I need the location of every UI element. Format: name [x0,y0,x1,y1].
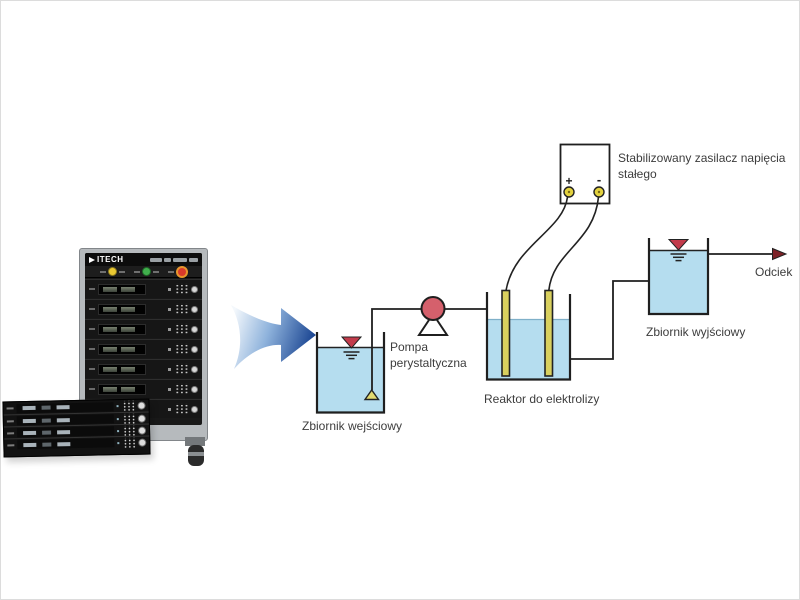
unit-button [168,287,171,291]
unit-display [98,363,146,375]
unit-keypad [174,403,188,415]
terminal-negative-icon [593,186,605,198]
level-marker-icon-input [340,336,363,349]
unit-button [168,407,171,411]
unit-display [98,343,146,355]
unit-knob [191,405,198,413]
unit-keypad [174,343,188,355]
stack-unit-knob [137,414,146,423]
itech-logo-icon [89,256,95,263]
stack-unit-keypad [121,413,135,424]
rack-header: ITECH [85,253,202,266]
effluent-arrowhead-icon [772,247,788,261]
stack-unit-keypad [121,400,135,412]
power-supply-stack [2,398,151,458]
itech-brand-text: ITECH [97,255,124,264]
stack-unit [4,435,150,451]
unit-knob [191,325,198,333]
unit-knob [191,365,198,373]
reactor-label: Reaktor do elektrolizy [484,392,600,406]
unit-button [168,307,171,311]
terminal-positive-icon [563,186,575,198]
stack-unit-keypad [122,437,136,448]
caster-wheel [188,445,204,466]
pump-icon [420,296,446,321]
unit-button [168,367,171,371]
output-tank-walls [647,238,710,316]
terminal-plus-label: + [565,174,572,188]
green-indicator-light [133,267,159,276]
stack-unit-keypad [121,425,136,436]
emergency-stop-button [167,265,188,278]
unit-display [98,323,146,335]
stack-unit-display [16,401,114,413]
terminal-positive-pin [567,190,571,194]
input-tank-walls [315,332,386,414]
unit-keypad [174,383,188,395]
reactor-walls [485,292,572,381]
unit-knob [191,345,198,353]
rack-front-panel: ITECH [85,253,202,425]
unit-keypad [174,283,188,295]
suction-strainer-icon [363,388,380,401]
pump-label: Pompa perystaltyczna [390,340,467,370]
level-marker-icon-output [667,239,690,251]
unit-knob [191,285,198,293]
unit-keypad [174,363,188,375]
stack-unit-knob [137,426,147,435]
electrode-right [544,289,554,377]
effluent-label: Odciek [755,265,793,279]
rack-unit [85,299,202,318]
process-arrow-icon [231,305,316,369]
pump-stand-icon [417,312,449,336]
unit-button [168,347,171,351]
rack-model-text [150,257,198,262]
unit-knob [191,385,198,393]
itech-rack-cabinet: ITECH [79,248,208,441]
wire-negative [548,196,600,291]
stack-unit-knob [138,438,147,447]
itech-logo: ITECH [89,255,124,264]
input-tank-liquid [318,347,383,412]
rack-unit [85,319,202,338]
rack-unit [85,359,202,378]
output-tank-liquid [650,250,707,314]
rack-unit [85,379,202,398]
unit-knob [191,305,198,313]
output-tank-label: Zbiornik wyjściowy [646,325,746,339]
terminal-minus-label: - [597,172,601,187]
unit-display [98,303,146,315]
unit-button [168,327,171,331]
reactor-liquid [488,319,569,379]
caster-mount [185,437,205,446]
yellow-indicator-light [99,267,125,276]
wire-positive [505,196,569,291]
stack-unit-knob [137,401,146,410]
unit-keypad [174,303,188,315]
rack-unit [85,279,202,298]
power-supply-label: Stabilizowany zasilacz napięcia stałego [618,151,786,181]
unit-keypad [174,323,188,335]
electrode-left [501,289,511,377]
dc-power-supply-box [559,143,611,205]
rack-indicator-row [85,265,202,278]
stack-unit-display [17,438,115,450]
unit-display [98,383,146,395]
reactor-outlet-pipe [570,280,649,360]
process-arrow-shape [231,305,316,369]
unit-display [98,283,146,295]
input-tank-label: Zbiornik wejściowy [302,419,403,433]
rack-unit [85,339,202,358]
terminal-negative-pin [597,190,601,194]
unit-button [168,387,171,391]
